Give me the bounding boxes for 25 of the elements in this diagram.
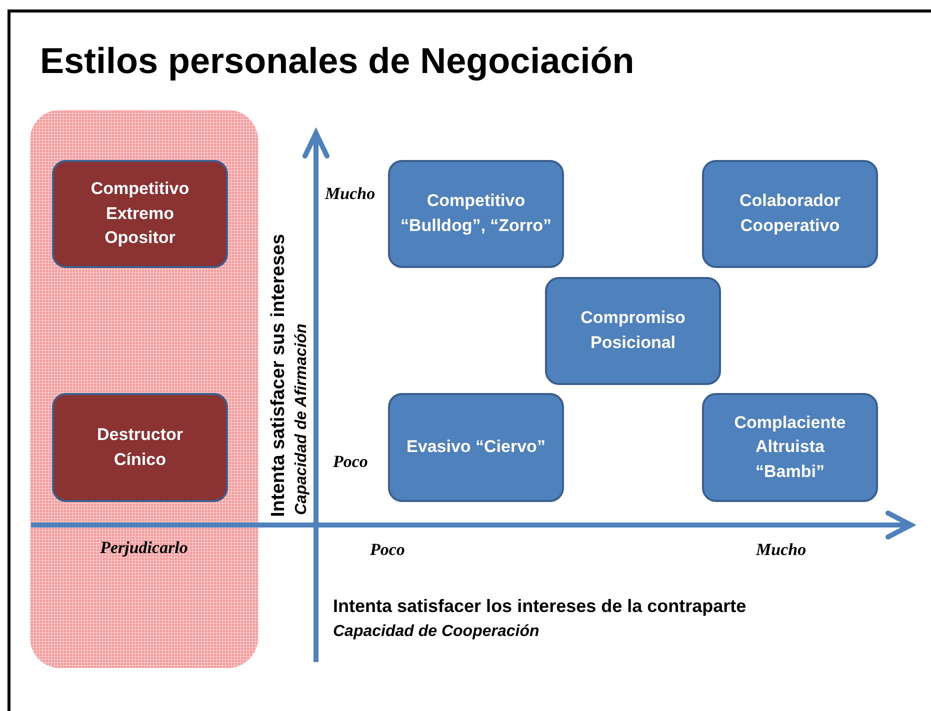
style-name: Competitivo “Bulldog”, “Zorro” (399, 190, 553, 237)
axis-title: Intenta satisfacer sus intereses (268, 234, 290, 517)
style-box (545, 277, 721, 385)
style-box (52, 160, 228, 268)
style-name: Colaborador Cooperativo (738, 190, 842, 237)
style-name: Complaciente Altruista “Bambi” (733, 412, 847, 483)
style-box (388, 160, 564, 268)
axis-tick-label: Poco (370, 540, 405, 560)
title: Estilos personales de Negociación (40, 40, 634, 82)
band-label: Perjudicarlo (99, 538, 189, 558)
axis-subtitle: Capacidad de Afirmación (293, 324, 311, 515)
style-name: Evasivo “Ciervo” (406, 436, 546, 458)
style-name: Competitivo Extremo Opositor (90, 178, 190, 250)
axis-tick-label: Mucho (325, 184, 376, 204)
axis-title: Intenta satisfacer los intereses de la contraparte (333, 596, 746, 617)
axis-tick-label: Mucho (756, 540, 806, 560)
highlight-band (30, 110, 258, 668)
style-box (388, 393, 564, 502)
axis-tick-label: Poco (333, 452, 368, 472)
style-name: Destructor Cínico (96, 424, 184, 470)
style-box (52, 393, 228, 502)
style-box (702, 160, 878, 268)
style-name: Compromiso Posicional (580, 307, 686, 354)
axis-subtitle: Capacidad de Cooperación (333, 623, 540, 641)
style-box (702, 393, 878, 502)
